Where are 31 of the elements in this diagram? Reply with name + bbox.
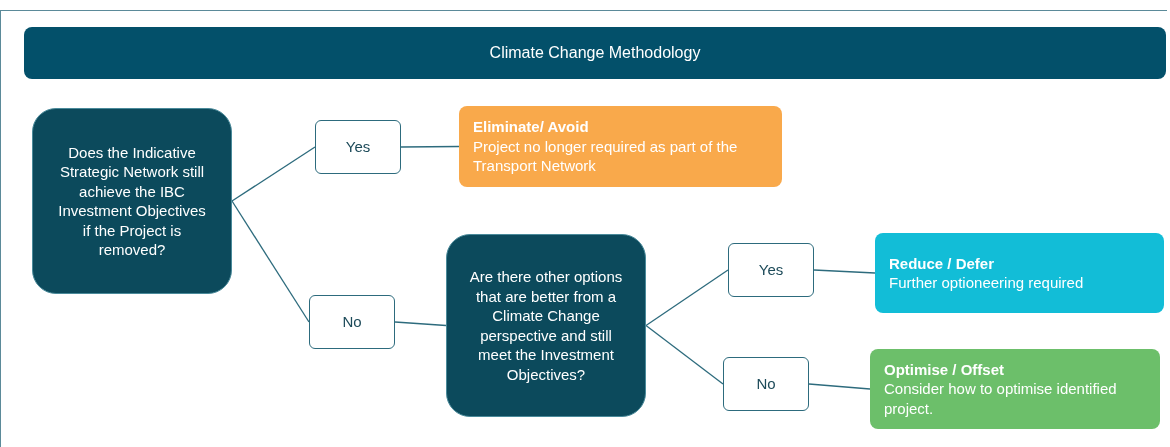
outcome-box	[875, 233, 1164, 313]
connector-line	[645, 324, 724, 385]
node-text: No	[342, 312, 362, 332]
outcome-heading: Optimise / Offset	[884, 359, 1006, 380]
outcome-box	[459, 106, 782, 187]
connector-line	[813, 269, 876, 274]
connector-line	[645, 269, 729, 327]
connector-line	[808, 383, 871, 390]
connector-line	[231, 200, 310, 323]
outcome-heading: Reduce / Defer	[889, 253, 996, 273]
node-text: Does the Indicative Strategic Network still achieve the IBC Investment Objectives if the Project is removed?	[57, 142, 207, 260]
title-banner	[24, 27, 1166, 79]
node-text: No	[756, 374, 776, 394]
answer-box	[723, 357, 809, 411]
node-text: Project no longer required as part of the Transport Network	[473, 136, 739, 176]
outcome-heading: Eliminate/ Avoid	[473, 117, 590, 137]
node-text: Yes	[345, 137, 371, 157]
connector-line	[394, 321, 447, 327]
decision-box	[446, 234, 646, 417]
node-text: Further optioneering required	[889, 273, 1085, 293]
node-text: Climate Change Methodology	[489, 42, 701, 63]
node-text: Consider how to optimise identified project.	[884, 379, 1118, 419]
node-text: Yes	[758, 260, 784, 280]
answer-box	[315, 120, 401, 174]
answer-box	[728, 243, 814, 297]
node-text: Are there other options that are better from a Climate Change perspective and still meet the Investment Objectives?	[469, 267, 623, 384]
connector-line	[400, 145, 460, 148]
outcome-box	[870, 349, 1160, 429]
connector-line	[231, 146, 316, 202]
decision-box	[32, 108, 232, 294]
answer-box	[309, 295, 395, 349]
